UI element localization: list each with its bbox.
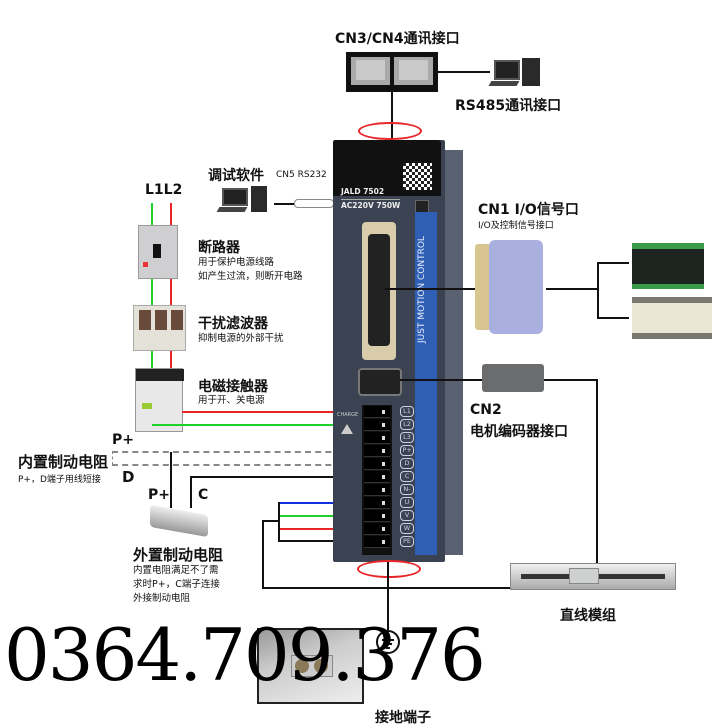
cn5-label: CN5 RS232 xyxy=(276,170,327,180)
qr-code xyxy=(403,163,432,190)
cn1-plug-image xyxy=(475,240,545,336)
terminal-label: L3 xyxy=(400,432,414,443)
ground-terminal-photo xyxy=(257,628,364,704)
terminal-label: V xyxy=(400,510,414,521)
cn2-desc: 电机编码器接口 xyxy=(470,424,568,440)
external-desc-1: 内置电阻满足不了需 xyxy=(133,565,219,576)
contactor-desc: 用于开、关电源 xyxy=(198,395,265,406)
filter-desc: 抑制电源的外部干扰 xyxy=(198,333,284,344)
terminal-label: L2 xyxy=(400,419,414,430)
filter-title: 干扰滤波器 xyxy=(198,316,268,332)
drive-model: JALD 7502 xyxy=(341,187,385,196)
external-desc-2: 求时P+，C端子连接 xyxy=(133,579,220,590)
cn1-title: CN1 I/O信号口 xyxy=(478,202,579,218)
rs485-label: RS485通讯接口 xyxy=(455,98,562,114)
l1l2-label: L1L2 xyxy=(145,182,183,198)
cn1-db-connector[interactable] xyxy=(362,222,396,360)
breaker-image xyxy=(138,225,178,279)
terminal-label: P+ xyxy=(400,445,414,456)
watermark-phone-number: 0364.709.376 xyxy=(4,613,486,697)
external-resistor-image xyxy=(150,504,208,538)
terminal-label: D xyxy=(400,458,414,469)
linear-module-title: 直线模组 xyxy=(560,608,616,624)
terminal-label: PE xyxy=(400,536,414,547)
contactor-image xyxy=(135,368,184,432)
terminal-label: U xyxy=(400,497,414,508)
pplus-label: P+ xyxy=(112,432,134,448)
power-terminal-block xyxy=(362,405,392,555)
ext-c-label: C xyxy=(198,487,209,503)
drive-rating: AC220V 750W xyxy=(341,199,401,210)
ground-icon xyxy=(376,630,400,654)
terminal-label: L1 xyxy=(400,406,414,417)
linear-module-image xyxy=(510,563,676,590)
internal-resistor-desc: P+，D端子用线短接 xyxy=(18,475,101,485)
ground-title: 接地端子 xyxy=(375,710,431,726)
cn3-cn4-title: CN3/CN4通讯接口 xyxy=(335,31,460,47)
pc-icon xyxy=(488,58,546,88)
drive-heatsink xyxy=(445,150,463,555)
breaker-desc-2: 如产生过流，则断开电路 xyxy=(198,271,303,282)
filter-image xyxy=(133,305,186,351)
debug-software-title: 调试软件 xyxy=(208,168,264,184)
contactor-title: 电磁接触器 xyxy=(198,379,268,395)
motion-controller-image xyxy=(632,243,704,289)
terminal-label: N- xyxy=(400,484,414,495)
encoder-plug-image xyxy=(482,364,544,392)
terminal-label: W xyxy=(400,523,414,534)
cn2-title: CN2 xyxy=(470,402,502,418)
rs232-cable-icon xyxy=(294,199,334,208)
breaker-title: 断路器 xyxy=(198,240,240,256)
charge-label: CHARGE xyxy=(337,412,359,418)
warning-icon xyxy=(341,424,353,434)
cn1-desc: I/O及控制信号接口 xyxy=(478,221,554,231)
highlight-ellipse-top xyxy=(358,122,422,140)
highlight-ellipse-bottom xyxy=(357,560,421,578)
rj45-ports xyxy=(346,52,438,92)
drive-blue-stripe xyxy=(415,212,437,555)
plc-image xyxy=(632,297,712,339)
terminal-label: C xyxy=(400,471,414,482)
external-resistor-title: 外置制动电阻 xyxy=(133,546,224,564)
brand-text: JUST MOTION CONTROL xyxy=(417,236,427,344)
breaker-desc-1: 用于保护电源线路 xyxy=(198,257,275,268)
cn2-port[interactable] xyxy=(358,368,402,396)
external-desc-3: 外接制动电阻 xyxy=(133,593,191,604)
ext-pplus-label: P+ xyxy=(148,487,170,503)
debug-pc-icon xyxy=(216,186,270,216)
internal-resistor-title: 内置制动电阻 xyxy=(18,453,109,471)
d-label: D xyxy=(122,468,135,486)
